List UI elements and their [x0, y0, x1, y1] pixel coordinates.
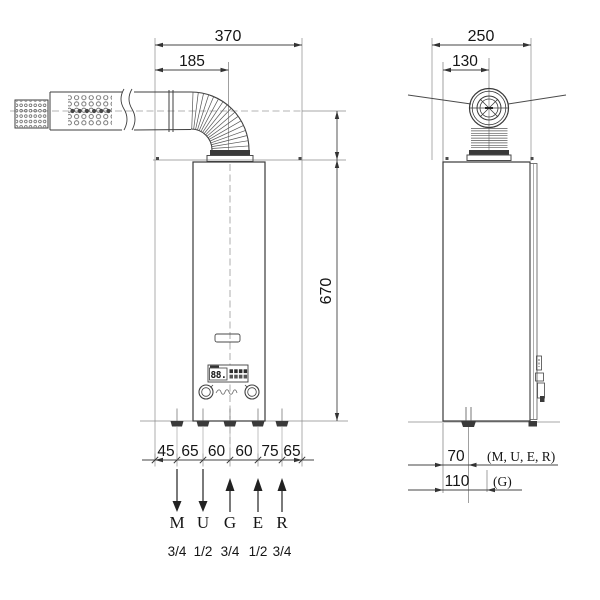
bottom-connection-stubs [170, 408, 289, 460]
dim-70: 70 [447, 448, 465, 465]
front-view: 88. [14, 88, 302, 512]
conn-letter-G: G [224, 513, 236, 532]
elbow-wing-left [407, 94, 472, 105]
dim-370: 370 [215, 28, 242, 45]
right-knob [244, 384, 260, 400]
dim-250: 250 [468, 28, 495, 45]
flue-pipe-horizontal [14, 88, 192, 132]
dim-110-label: (G) [493, 474, 512, 489]
elbow-wing-right [507, 94, 567, 105]
conn-size-E: 1/2 [249, 544, 268, 559]
viewing-window [214, 333, 241, 343]
left-knob [198, 384, 214, 400]
panel-brand-bar [210, 365, 219, 368]
dim-60b: 60 [235, 443, 253, 460]
conn-size-G: 3/4 [221, 544, 240, 559]
conn-letter-U: U [197, 513, 209, 532]
dimension-texts: 370 185 670 45 65 60 60 75 65 M U G E R … [157, 28, 555, 559]
lcd-display [209, 367, 228, 381]
flue-corrugation-side [471, 128, 508, 149]
boiler-body-side [442, 161, 531, 422]
brand-script-logo [215, 389, 238, 395]
panel-buttons [229, 369, 248, 379]
side-bracket-detail [535, 355, 545, 402]
conn-letter-E: E [253, 513, 263, 532]
dim-185: 185 [179, 53, 205, 70]
dim-670: 670 [318, 278, 335, 305]
corner-tick-left [156, 157, 159, 160]
flue-elbow-corrugated [190, 91, 250, 151]
corner-tick-side-right [530, 157, 534, 160]
flue-perforations [68, 95, 112, 127]
flue-collar-side [469, 150, 509, 155]
dim-130: 130 [452, 53, 478, 70]
conn-size-R: 3/4 [273, 544, 292, 559]
conn-size-U: 1/2 [194, 544, 213, 559]
dim-75: 75 [261, 443, 278, 460]
control-knobs [198, 384, 260, 400]
conn-size-M: 3/4 [168, 544, 187, 559]
dimension-arrowheads [155, 42, 531, 493]
lcd-value: 88. [211, 370, 227, 381]
control-panel: 88. [207, 364, 249, 383]
flue-terminal [14, 99, 49, 129]
pipe-break-symbol [120, 88, 128, 131]
side-connection-stub [461, 407, 476, 427]
dim-65a: 65 [181, 443, 198, 460]
back-mounting-panel [529, 163, 538, 420]
side-view [407, 87, 567, 427]
corner-tick-right [298, 157, 302, 160]
dim-60a: 60 [208, 443, 226, 460]
dim-65b: 65 [283, 443, 300, 460]
rear-foot [528, 421, 537, 427]
dim-110: 110 [445, 473, 470, 490]
dim-45: 45 [157, 443, 174, 460]
corner-tick-side-left [445, 157, 449, 160]
flue-outlet-circles [468, 87, 510, 129]
dim-70-label: (M, U, E, R) [487, 449, 555, 464]
connection-flow-arrows [172, 469, 287, 512]
conn-letter-R: R [276, 513, 288, 532]
conn-letter-M: M [169, 513, 184, 532]
